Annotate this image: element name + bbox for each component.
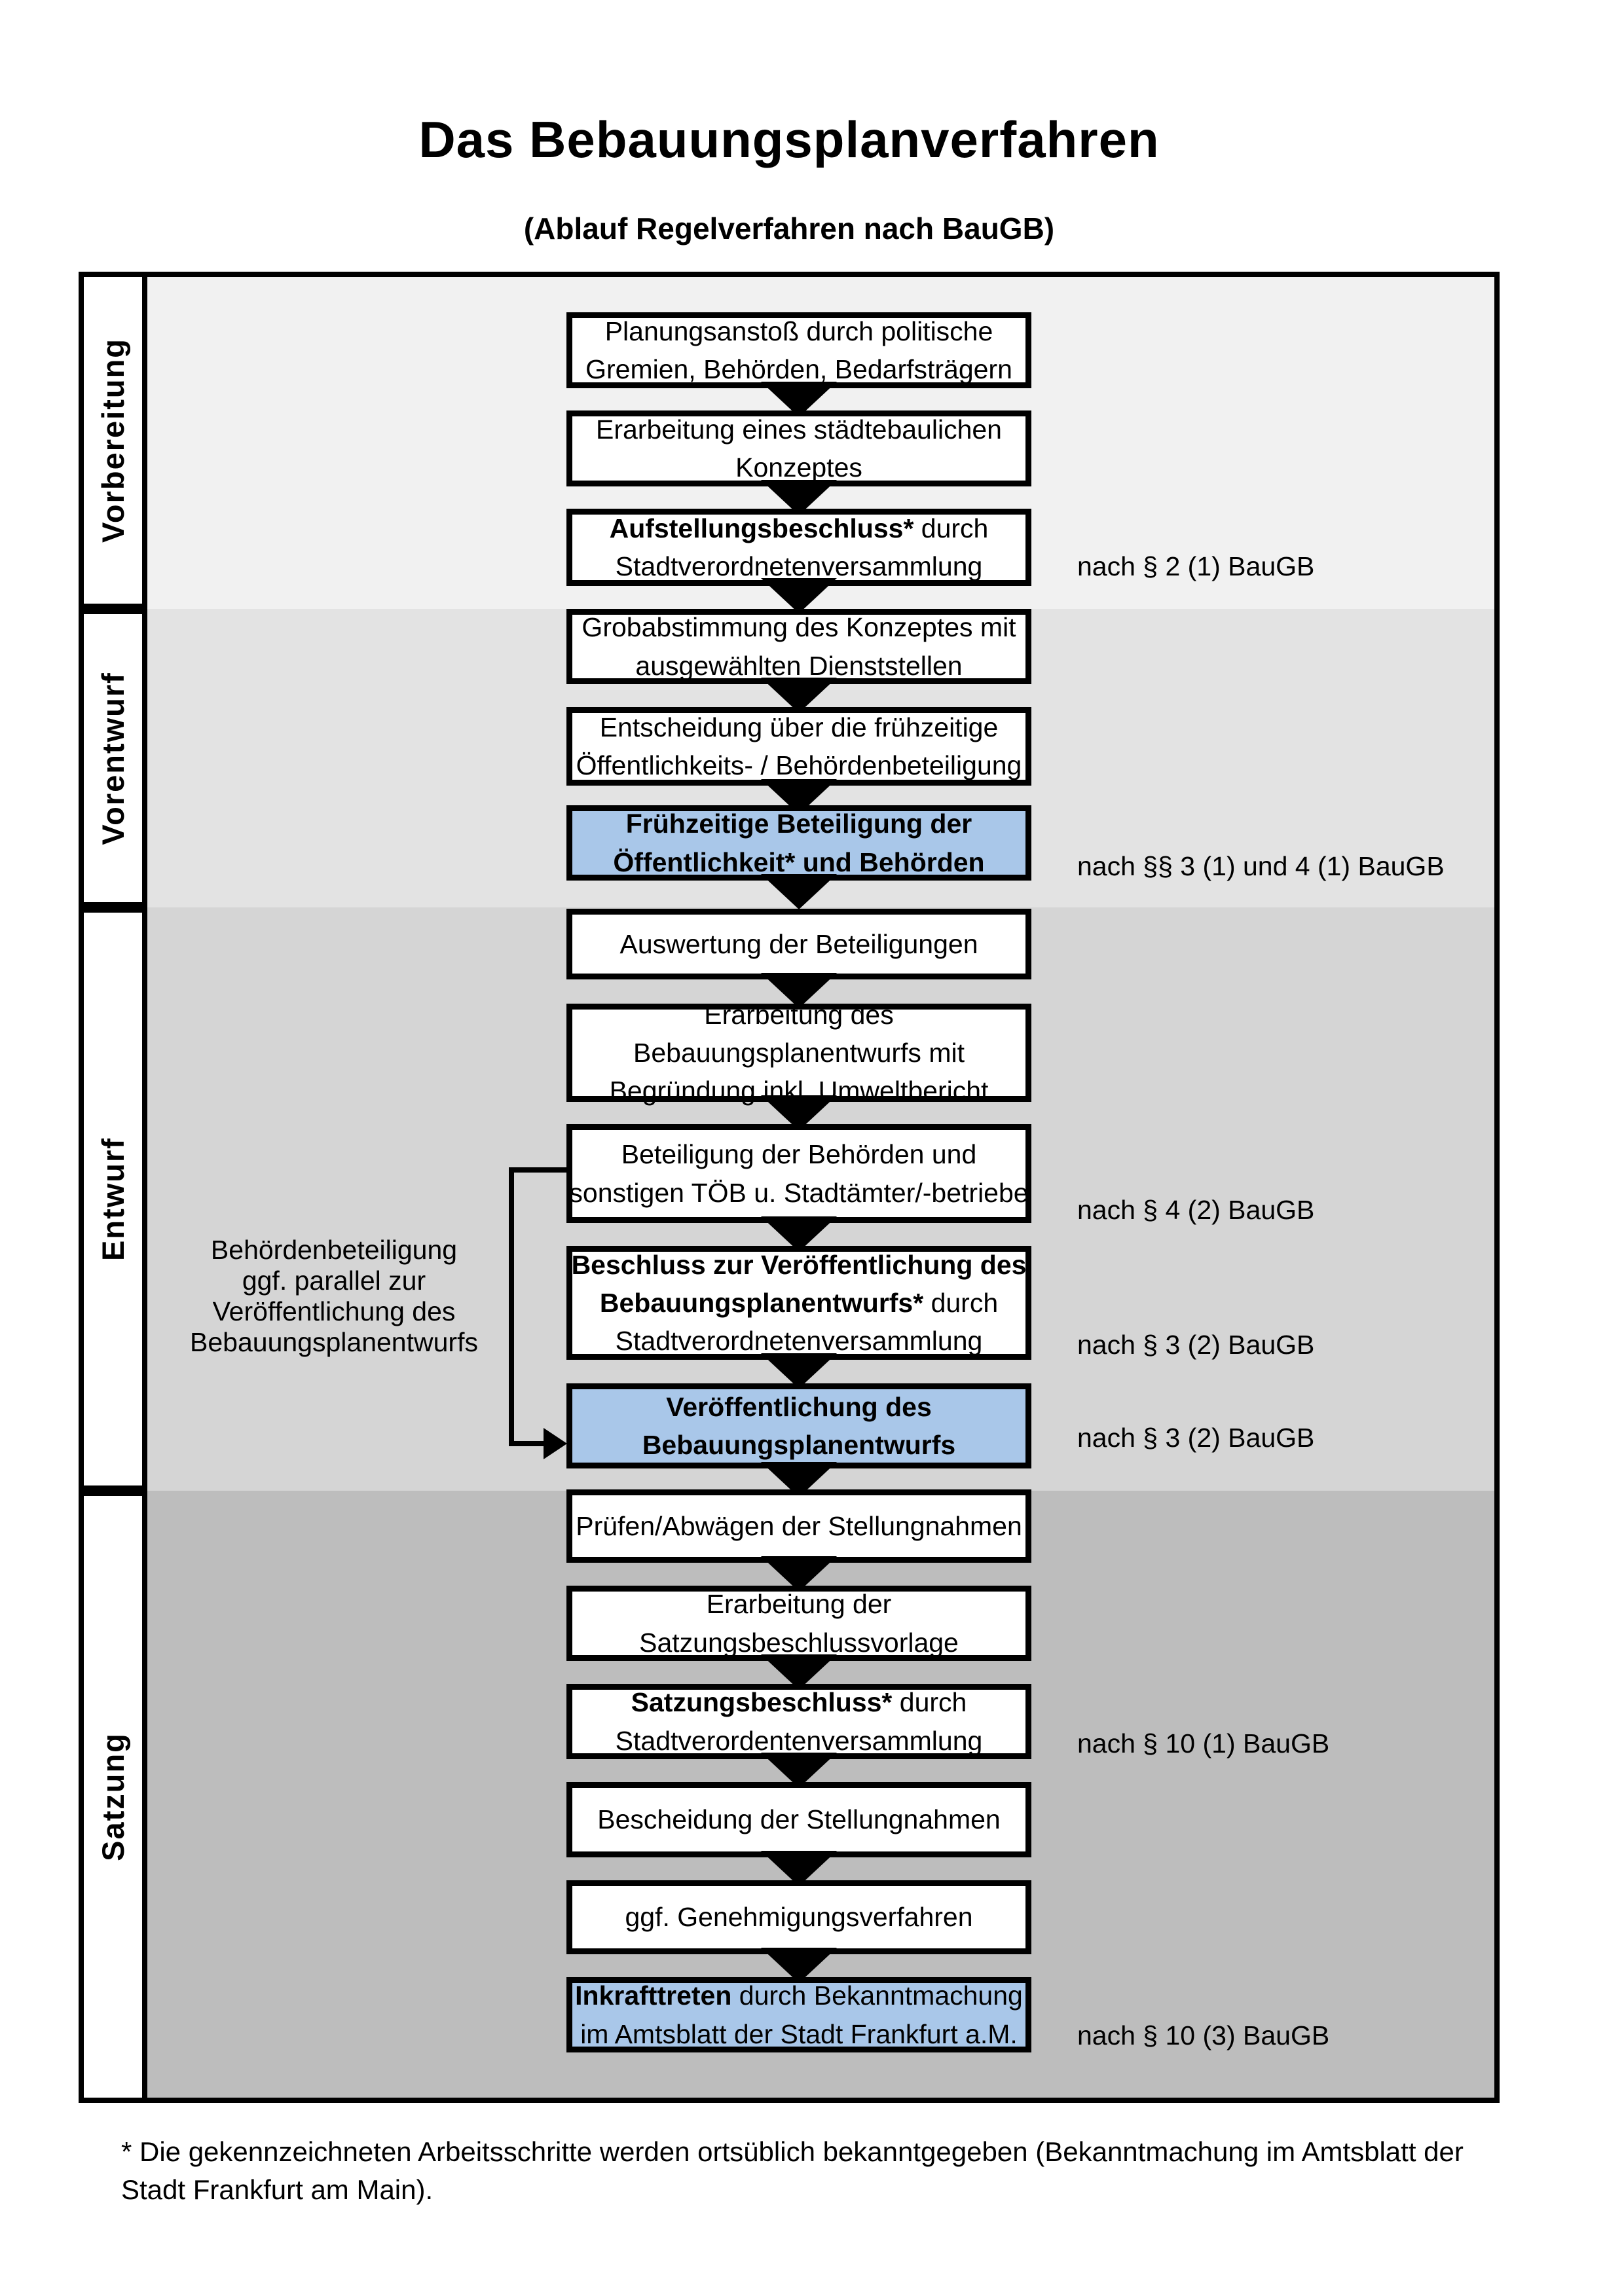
law-reference: nach § 3 (2) BauGB (1077, 1423, 1315, 1453)
flow-box-text: durch (923, 1287, 999, 1318)
flow-box-pruefen-abwaegen: Prüfen/Abwägen der Stellungnahmen (566, 1489, 1031, 1563)
flow-box-line: Auswertung der Beteiligungen (619, 928, 978, 959)
flow-box-line: Stadtverordnetenversammlung (615, 551, 983, 581)
flow-box-text: durch Bekanntmachung (731, 1980, 1023, 2011)
flow-box-text: durch (913, 513, 989, 543)
flow-box-text: durch (892, 1687, 967, 1718)
flow-box-fruehzeitige-beteiligung: Frühzeitige Beteiligung der Öffentlichke… (566, 805, 1031, 881)
flow-box-line: Planungsanstoß durch politische (604, 316, 993, 346)
flow-box-line: Bescheidung der Stellungnahmen (597, 1804, 1001, 1835)
down-arrow-icon (761, 874, 837, 909)
flow-box-inkrafttreten: Inkrafttreten durch Bekanntmachung im Am… (566, 1977, 1031, 2052)
flow-box-bold-text: Aufstellungsbeschluss* (609, 513, 914, 543)
down-arrow-icon (761, 578, 837, 613)
flow-box-line: sonstigen TÖB u. Stadtämter/-betriebe (569, 1177, 1029, 1208)
feedback-connector-bottom (514, 1441, 545, 1446)
page-subtitle: (Ablauf Regelverfahren nach BauGB) (523, 211, 1055, 246)
flow-box-bold-text: Beschluss zur Veröffentlichung des (571, 1249, 1027, 1280)
flow-box-line: Satzungsbeschlussvorlage (639, 1627, 959, 1658)
flow-box-line: Prüfen/Abwägen der Stellungnahmen (576, 1510, 1022, 1541)
flow-box-line: im Amtsblatt der Stadt Frankfurt a.M. (580, 2018, 1018, 2049)
law-reference: nach § 3 (2) BauGB (1077, 1330, 1315, 1360)
flow-box-line: Erarbeitung der (706, 1589, 892, 1620)
flow-box-beschluss-veroeffentlichung: Beschluss zur Veröffentlichung des Bebau… (566, 1246, 1031, 1360)
flow-box-konzept: Erarbeitung eines städtebaulichen Konzep… (566, 410, 1031, 486)
flow-box-bold-text: Inkrafttreten (575, 1980, 732, 2011)
down-arrow-icon (761, 973, 837, 1008)
flow-box-veroeffentlichung-entwurf: Veröffentlichung des Bebauungsplanentwur… (566, 1383, 1031, 1468)
flow-box-bescheidung: Bescheidung der Stellungnahmen (566, 1782, 1031, 1857)
side-note-line: ggf. parallel zur (242, 1266, 426, 1296)
flow-box-erarbeitung-entwurf: Erarbeitung des Bebauungsplanentwurfs mi… (566, 1000, 1031, 1106)
flow-box-entscheidung: Entscheidung über die frühzeitige Öffent… (566, 707, 1031, 786)
flow-box-bold-text: Satzungsbeschluss* (631, 1687, 893, 1718)
law-reference: nach § 2 (1) BauGB (1077, 551, 1315, 581)
down-arrow-icon (761, 1353, 837, 1389)
flow-box-line: Veröffentlichung des (666, 1391, 932, 1422)
flow-box-line: Erarbeitung des (704, 999, 894, 1030)
phase-cell-vorbereitung: Vorbereitung (79, 272, 147, 609)
flow-box-line: Bebauungsplanentwurfs mit (633, 1037, 965, 1068)
flow-box-line: Erarbeitung eines städtebaulichen (596, 414, 1002, 445)
flow-box-line: Bebauungsplanentwurfs (642, 1430, 956, 1460)
footnote: * Die gekennzeichneten Arbeitsschritte w… (121, 2136, 1464, 2205)
flow-box-grobabstimmung: Grobabstimmung des Konzeptes mit ausgewä… (566, 609, 1031, 684)
flow-box-line: Frühzeitige Beteiligung der (625, 809, 972, 839)
phase-label-vorentwurf: Vorentwurf (96, 671, 131, 845)
phase-label-satzung: Satzung (96, 1732, 130, 1861)
flow-box-auswertung: Auswertung der Beteiligungen (566, 909, 1031, 979)
flow-box-line: Gremien, Behörden, Bedarfsträgern (585, 354, 1012, 384)
flow-box-line: Entscheidung über die frühzeitige (599, 712, 999, 742)
flow-box-planungsanstoss: Planungsanstoß durch politische Gremien,… (566, 312, 1031, 388)
flow-box-line: Grobabstimmung des Konzeptes mit (581, 612, 1016, 643)
page-title: Das Bebauungsplanverfahren (418, 111, 1160, 168)
flow-box-satzungsbeschlussvorlage: Erarbeitung der Satzungsbeschlussvorlage (566, 1586, 1031, 1661)
flow-box-line: Inkrafttreten durch Bekanntmachung (575, 1977, 1023, 2014)
flow-box-bold-text: Bebauungsplanentwurfs* (599, 1287, 924, 1318)
flow-box-aufstellungsbeschluss: Aufstellungsbeschluss* durch Stadtverord… (566, 509, 1031, 586)
flow-box-line: Öffentlichkeits- / Behördenbeteiligung (576, 750, 1022, 780)
side-note: Behördenbeteiligung ggf. parallel zur Ve… (177, 1235, 491, 1358)
flow-box-line: Stadtverordentenversammlung (615, 1725, 983, 1756)
flow-box-line: Aufstellungsbeschluss* durch (610, 509, 989, 547)
phase-label-entwurf: Entwurf (96, 1137, 131, 1261)
flow-box-line: Öffentlichkeit* und Behörden (613, 847, 985, 877)
flow-box-line: Beteiligung der Behörden und (621, 1139, 977, 1170)
flow-box-line: ggf. Genehmigungsverfahren (625, 1902, 973, 1933)
right-arrow-icon (544, 1428, 567, 1459)
flow-box-genehmigungsverfahren: ggf. Genehmigungsverfahren (566, 1880, 1031, 1954)
flow-box-line: Satzungsbeschluss* durch (631, 1683, 967, 1721)
flow-box-line: Konzeptes (735, 452, 862, 483)
flow-box-line: ausgewählten Dienststellen (635, 650, 963, 681)
law-reference: nach §§ 3 (1) und 4 (1) BauGB (1077, 851, 1445, 881)
phase-cell-entwurf: Entwurf (79, 907, 147, 1491)
law-reference: nach § 10 (3) BauGB (1077, 2020, 1330, 2050)
feedback-connector-top (509, 1167, 566, 1173)
law-reference: nach § 10 (1) BauGB (1077, 1728, 1330, 1758)
flow-box-line: Beschluss zur Veröffentlichung des (572, 1246, 1027, 1284)
flow-box-satzungsbeschluss: Satzungsbeschluss* durch Stadtverordente… (566, 1684, 1031, 1759)
phase-label-vorbereitung: Vorbereitung (96, 338, 131, 543)
side-note-line: Behördenbeteiligung (210, 1235, 458, 1265)
side-note-line: Veröffentlichung des (212, 1296, 456, 1326)
feedback-connector-vertical (509, 1167, 514, 1446)
flow-box-line: Stadtverordnetenversammlung (615, 1326, 983, 1357)
flow-box-beteiligung-behoerden: Beteiligung der Behörden und sonstigen T… (566, 1124, 1031, 1223)
side-note-line: Bebauungsplanentwurfs (190, 1327, 478, 1357)
law-reference: nach § 4 (2) BauGB (1077, 1195, 1315, 1225)
flow-box-line: Bebauungsplanentwurfs* durch (600, 1284, 998, 1322)
phase-cell-vorentwurf: Vorentwurf (79, 609, 147, 907)
phase-cell-satzung: Satzung (79, 1491, 147, 2103)
